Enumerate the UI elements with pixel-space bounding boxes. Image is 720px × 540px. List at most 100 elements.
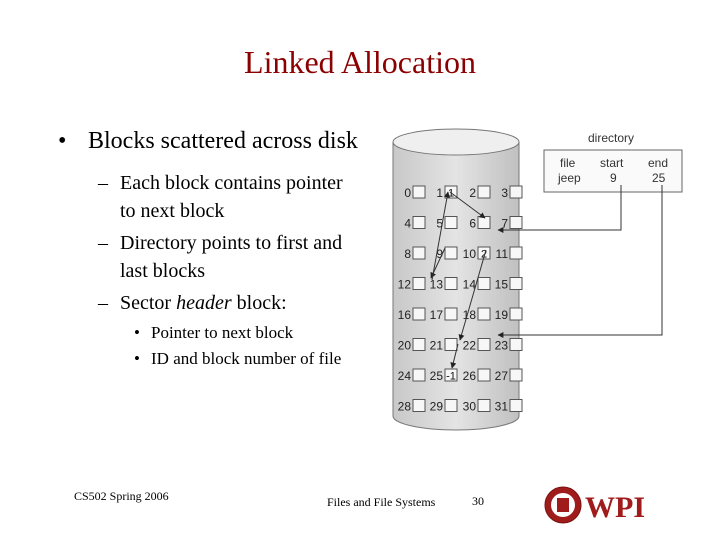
- block-number: 31: [495, 400, 509, 414]
- disk-block: [412, 399, 426, 412]
- disk-block: [477, 185, 491, 199]
- disk-block: [509, 277, 523, 290]
- bullet-text: Directory points to first and last block…: [120, 232, 343, 282]
- disk-block: [509, 399, 523, 412]
- block-number: 0: [404, 186, 411, 200]
- bullet-level2: – Directory points to first and last blo…: [58, 229, 358, 285]
- wpi-logo-text: WPI: [585, 491, 645, 524]
- bullet-text: ID and block number of file: [151, 349, 342, 368]
- block-number: 5: [436, 217, 443, 231]
- wpi-logo: WPI: [544, 486, 645, 524]
- bullet-text: Pointer to next block: [151, 323, 294, 342]
- bullet-text-suffix: block:: [231, 292, 287, 314]
- disk-block: [444, 368, 458, 382]
- disk-block: [477, 277, 491, 290]
- disk-block: [412, 185, 426, 199]
- bullet-level3: • Pointer to next block: [58, 321, 358, 345]
- block-number: 25: [430, 369, 444, 383]
- end-pointer-line: [497, 185, 663, 338]
- disk-block: [509, 216, 523, 229]
- block-number: 10: [463, 247, 477, 261]
- bullet-emphasis: header: [176, 292, 232, 314]
- block-number: 2: [469, 186, 476, 200]
- disk-block: [509, 185, 523, 199]
- directory-entry-end: 25: [652, 171, 666, 185]
- disk-block: [444, 399, 458, 412]
- dash-marker: –: [98, 292, 108, 314]
- block-number: 7: [501, 217, 508, 231]
- disk-block: [444, 246, 458, 260]
- directory-table: [543, 149, 683, 193]
- bullet-text: Each block contains pointer to next bloc…: [120, 172, 343, 222]
- block-number: 20: [398, 339, 412, 353]
- start-pointer-line: [497, 185, 622, 233]
- footer-course: CS502 Spring 2006: [74, 489, 169, 503]
- block-pointer-value: 2: [481, 249, 487, 261]
- disk-block: [477, 307, 491, 321]
- directory-header-start: start: [600, 156, 624, 170]
- bullet-marker: •: [134, 323, 140, 342]
- disk-block: [412, 246, 426, 260]
- block-pointer-value: 1: [448, 188, 454, 200]
- block-number: 23: [495, 339, 509, 353]
- block-number: 14: [463, 278, 477, 292]
- block-number: 15: [495, 278, 509, 292]
- chain-arrow: [449, 191, 486, 219]
- block-number: 4: [404, 217, 411, 231]
- disk-block: [412, 368, 426, 382]
- chain-arrow: [450, 343, 459, 369]
- bullet-level3: • ID and block number of file: [58, 347, 358, 371]
- block-number: 24: [398, 369, 412, 383]
- block-number: 28: [398, 400, 412, 414]
- footer-topic: Files and File Systems: [327, 495, 436, 509]
- directory-header-end: end: [648, 156, 668, 170]
- disk-top: [392, 128, 520, 156]
- block-pointer-value: -1: [446, 371, 456, 383]
- disk-block: [477, 399, 491, 412]
- directory-entry-file: jeep: [557, 171, 581, 185]
- block-number: 26: [463, 369, 477, 383]
- disk-block: [412, 216, 426, 229]
- dash-marker: –: [98, 232, 108, 254]
- block-number: 18: [463, 308, 477, 322]
- disk-block: [444, 216, 458, 229]
- disk-block: [444, 277, 458, 290]
- directory-entry-start: 9: [610, 171, 617, 185]
- bullet-level2: – Each block contains pointer to next bl…: [58, 169, 358, 225]
- block-number: 13: [430, 278, 444, 292]
- disk-block: [509, 338, 523, 351]
- block-number: 22: [463, 339, 477, 353]
- slide-title: Linked Allocation: [244, 44, 476, 80]
- bullet-level2: – Sector header block:: [58, 289, 358, 317]
- bullet-marker: •: [134, 349, 140, 368]
- block-number: 12: [398, 278, 412, 292]
- bullet-level1: • Blocks scattered across disk: [58, 126, 358, 157]
- disk-block: [477, 338, 491, 351]
- block-number: 3: [501, 186, 508, 200]
- disk-block: [412, 307, 426, 321]
- disk-block: [412, 277, 426, 290]
- block-number: 6: [469, 217, 476, 231]
- block-number: 1: [436, 186, 443, 200]
- block-number: 16: [398, 308, 412, 322]
- block-number: 30: [463, 400, 477, 414]
- bullet-marker: •: [58, 128, 67, 154]
- bullet-list: • Blocks scattered across disk – Each bl…: [58, 126, 358, 371]
- page-number: 30: [472, 494, 484, 508]
- disk-block: [509, 368, 523, 382]
- chain-arrow: [431, 191, 450, 281]
- block-number: 21: [430, 339, 444, 353]
- disk-block: [509, 246, 523, 260]
- directory-header-file: file: [560, 156, 576, 170]
- block-number: 11: [496, 247, 509, 261]
- chain-arrow: [458, 249, 487, 341]
- disk-block: [444, 338, 458, 351]
- disk-block: [509, 307, 523, 321]
- dash-marker: –: [98, 172, 108, 194]
- disk-block: [477, 216, 491, 229]
- bullet-text-prefix: Sector: [120, 292, 177, 314]
- block-number: 17: [430, 308, 444, 322]
- block-number: 19: [495, 308, 509, 322]
